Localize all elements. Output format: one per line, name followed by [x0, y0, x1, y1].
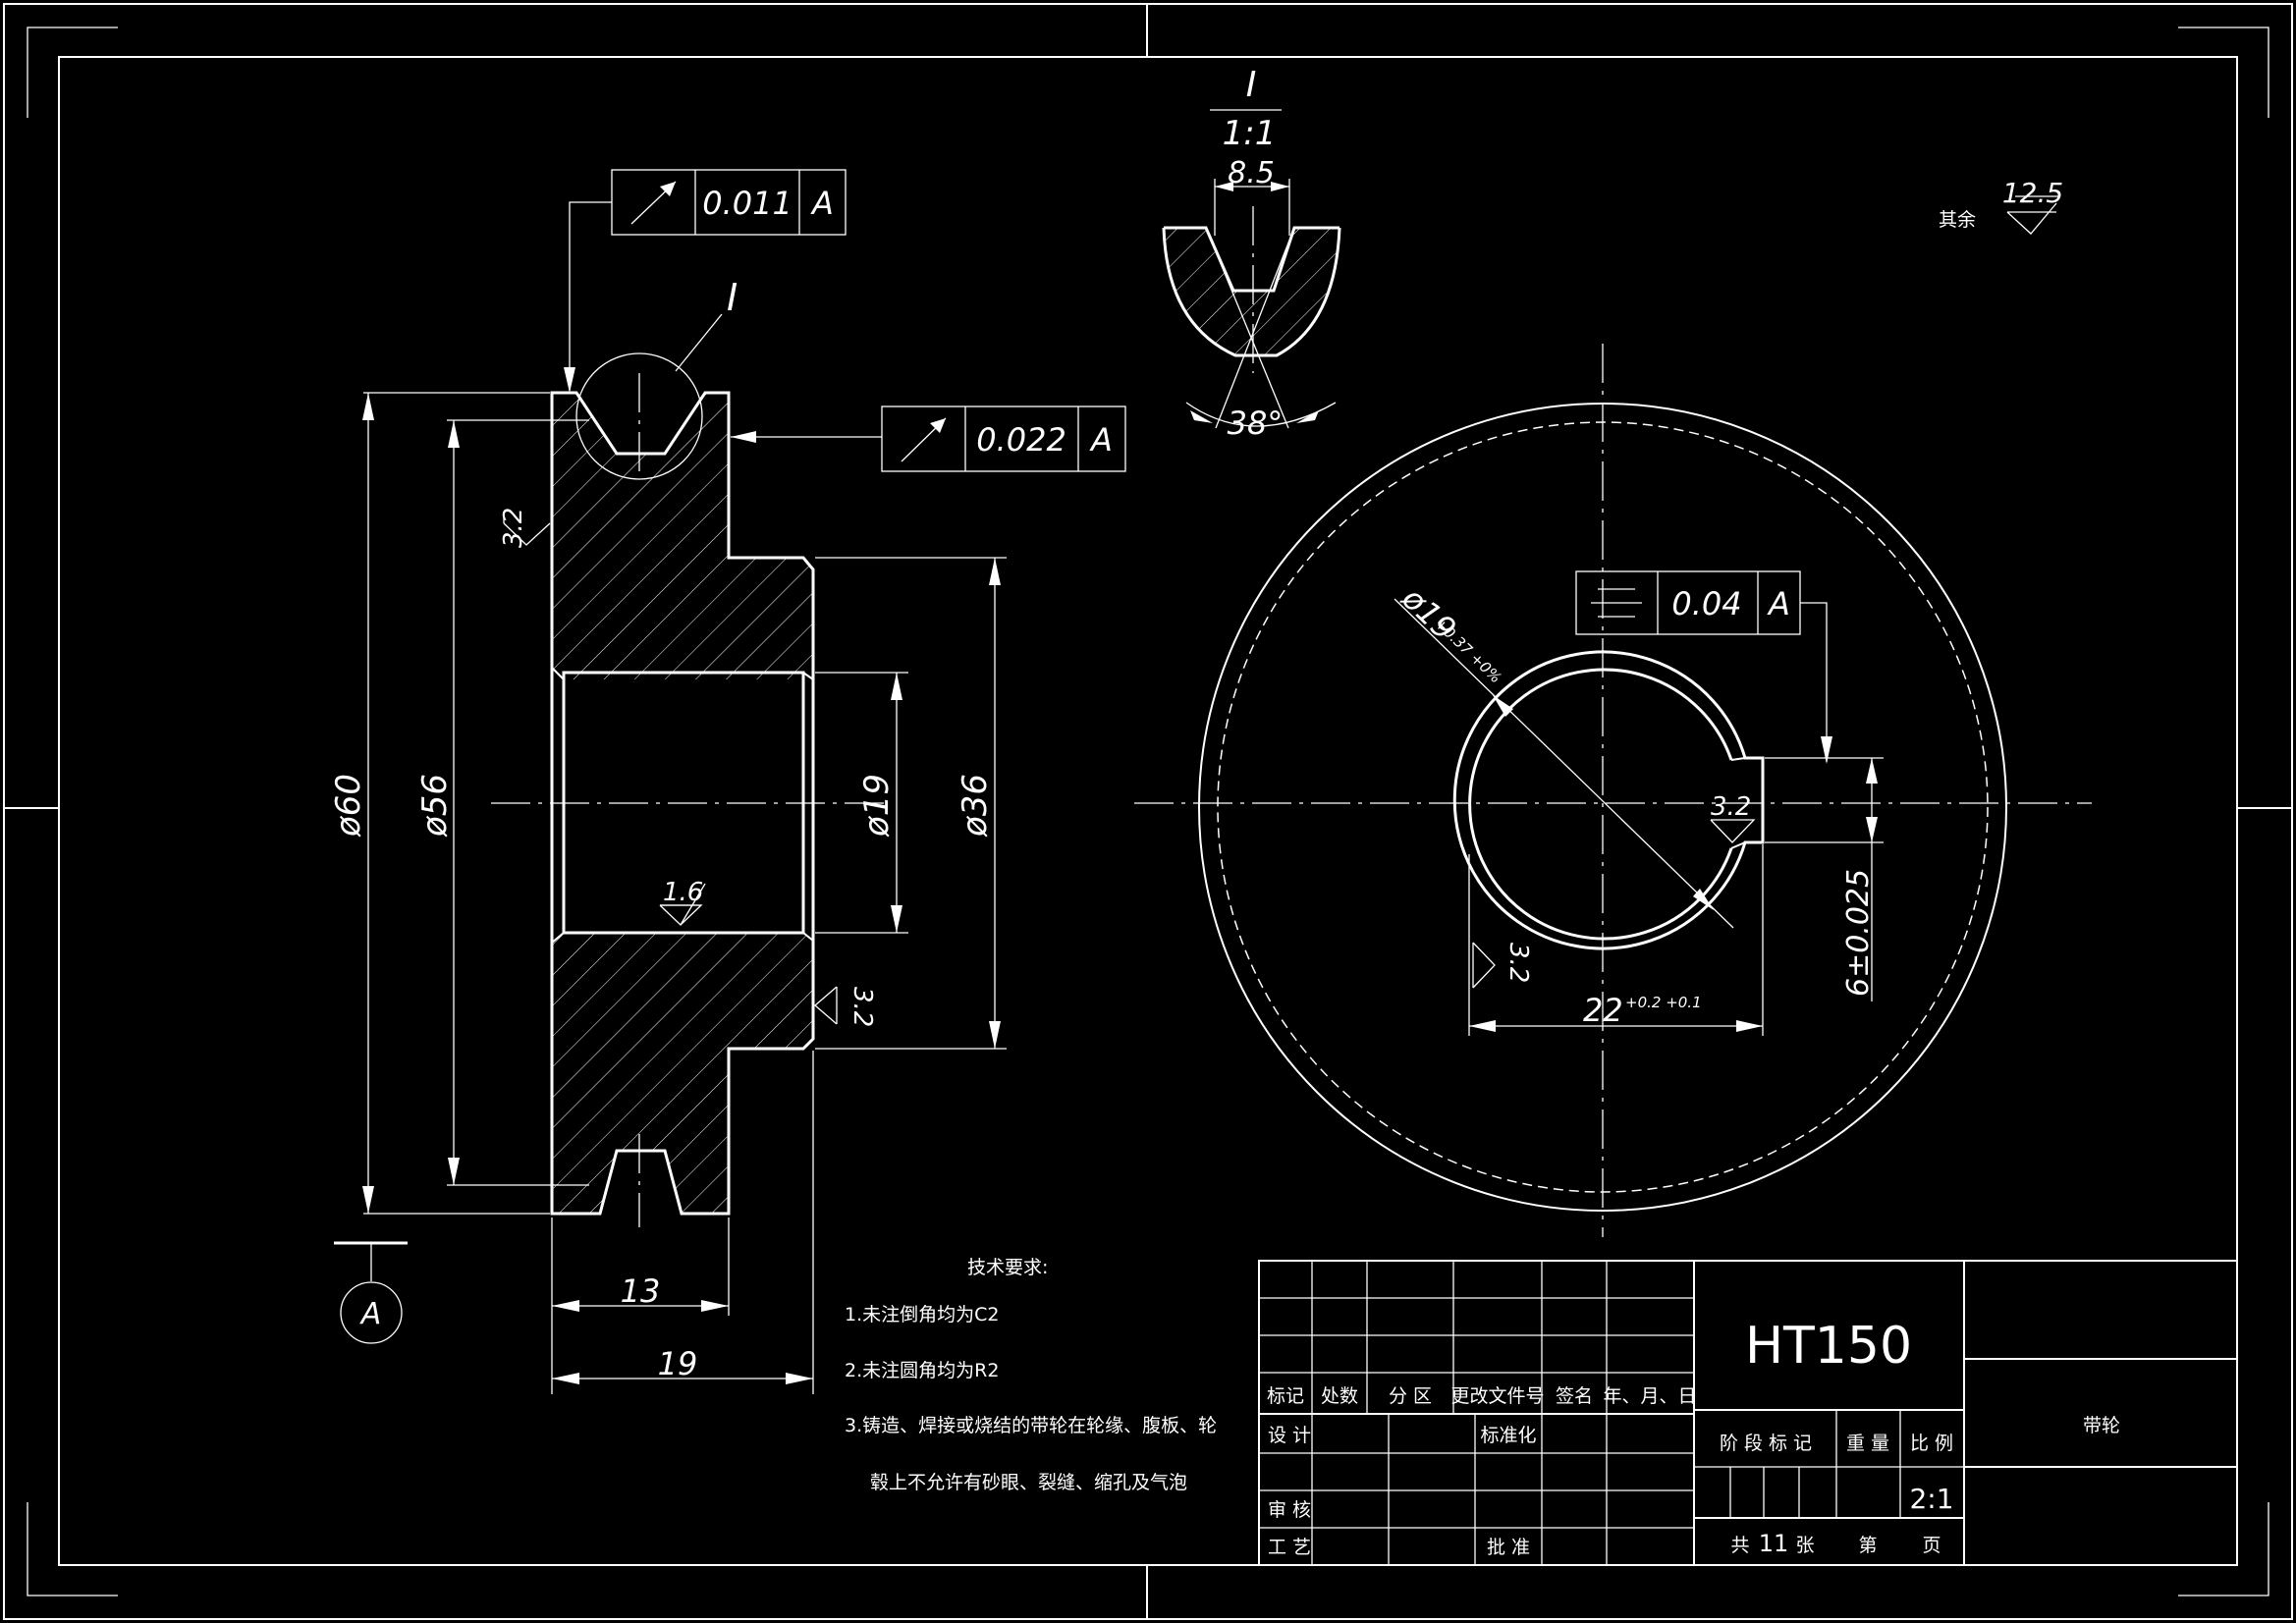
other-roughness-label: 其余 — [1939, 209, 1976, 231]
tb-scale-label: 比 例 — [1910, 1433, 1953, 1454]
keyway-width-dim: 22 — [1583, 992, 1623, 1029]
tb-standardization: 标准化 — [1480, 1425, 1536, 1446]
tb-header-zone: 分 区 — [1389, 1385, 1432, 1407]
section-hatch-upper — [552, 393, 813, 679]
dim-d19: ø19 — [857, 774, 897, 838]
roughness-symbols: 3.2 1.6 3.2 — [499, 508, 877, 1028]
datum-label: A — [359, 1297, 382, 1331]
tb-approve: 批 准 — [1487, 1537, 1530, 1558]
note-4: 毂上不允许有砂眼、裂缝、缩孔及气泡 — [870, 1472, 1187, 1493]
tolerance-frame-1: 0.011 A — [564, 169, 847, 393]
tb-total-prefix: 共 — [1730, 1535, 1749, 1556]
dimension-texts: ø60 ø56 ø19 ø36 13 19 — [329, 774, 995, 1382]
other-roughness-value: 12.5 — [2002, 177, 2063, 209]
roughness-r1: 3.2 — [499, 508, 528, 548]
tolerance-frame-3: 0.04 A — [1575, 570, 1832, 764]
tb-header-count: 处数 — [1321, 1385, 1358, 1407]
dim-d60: ø60 — [329, 774, 368, 838]
keyway-width-tol: +0.2 +0.1 — [1625, 994, 1702, 1011]
tb-header-sign: 签名 — [1556, 1385, 1593, 1407]
dimension-lines — [362, 392, 1007, 1394]
detail-groove-width: 8.5 — [1228, 156, 1275, 190]
detail-scale: 1:1 — [1223, 114, 1277, 153]
tb-header-date: 年、月、日 — [1603, 1385, 1696, 1407]
tol1-value: 0.011 — [702, 185, 793, 222]
tb-page-unit: 页 — [1922, 1535, 1941, 1556]
tb-material: HT150 — [1745, 1317, 1912, 1376]
detail-view: I 1:1 8.5 38° — [1162, 65, 1341, 442]
tol2-datum: A — [1089, 421, 1113, 459]
keyway-depth-dim: 6±0.025 — [1841, 869, 1876, 997]
tol1-datum: A — [810, 185, 834, 222]
tb-header-mark: 标记 — [1267, 1385, 1304, 1407]
section-view — [491, 313, 884, 1227]
keyway-dims: 6±0.025 22 +0.2 +0.1 3.2 3.2 — [1468, 757, 1884, 1036]
roughness-r4: 3.2 — [1711, 792, 1751, 822]
tolerance-frame-2: 0.022 A — [731, 406, 1126, 472]
dim-13: 13 — [621, 1272, 661, 1310]
title-block: 标记 处数 分 区 更改文件号 签名 年、月、日 设 计 标准化 审 核 工 艺… — [1258, 1260, 2238, 1566]
tb-total-sheets: 11 — [1759, 1530, 1789, 1557]
note-2: 2.未注圆角均为R2 — [845, 1360, 999, 1381]
section-hatch-lower — [552, 933, 813, 1214]
tol3-value: 0.04 — [1671, 585, 1741, 622]
tb-review: 审 核 — [1268, 1499, 1311, 1521]
detail-groove-angle: 38° — [1228, 405, 1284, 442]
sheet-frame — [3, 3, 2293, 1620]
tol2-value: 0.022 — [976, 421, 1066, 459]
roughness-r5: 3.2 — [1503, 943, 1533, 983]
notes-title: 技术要求: — [967, 1257, 1048, 1278]
tb-stage-mark: 阶 段 标 记 — [1720, 1433, 1812, 1454]
dim-d36: ø36 — [956, 774, 995, 838]
other-roughness: 其余 12.5 — [1939, 177, 2063, 235]
symmetry-icon — [1591, 588, 1642, 618]
note-1: 1.未注倒角均为C2 — [845, 1304, 999, 1325]
tb-sheet-label: 第 — [1858, 1535, 1877, 1556]
tol3-datum: A — [1767, 585, 1790, 622]
dim-d56: ø56 — [415, 774, 455, 838]
circular-runout-icon — [630, 181, 677, 225]
tb-header-doc: 更改文件号 — [1450, 1385, 1544, 1407]
note-3: 3.铸造、焊接或烧结的带轮在轮缘、腹板、轮 — [845, 1415, 1217, 1436]
side-view: ø19 +0.37 +0% — [1134, 344, 2092, 1237]
technical-notes: 技术要求: 1.未注倒角均为C2 2.未注圆角均为R2 3.铸造、焊接或烧结的带… — [845, 1257, 1217, 1493]
roughness-r2: 1.6 — [663, 878, 703, 907]
detail-ref-label: I — [727, 276, 738, 319]
datum-symbol: A — [334, 1241, 408, 1344]
tb-process: 工 艺 — [1268, 1537, 1311, 1558]
detail-title: I — [1246, 65, 1257, 105]
circular-runout-icon — [901, 417, 947, 462]
dim-19: 19 — [658, 1345, 698, 1382]
tb-sheet-unit: 张 — [1795, 1535, 1814, 1556]
bore-dim-tol: +0.37 +0% — [1431, 615, 1504, 686]
tb-design: 设 计 — [1268, 1425, 1311, 1446]
roughness-r3: 3.2 — [847, 987, 877, 1027]
tb-weight: 重 量 — [1846, 1433, 1889, 1454]
tb-scale: 2:1 — [1909, 1483, 1953, 1515]
tb-part-name: 带轮 — [2083, 1415, 2120, 1436]
